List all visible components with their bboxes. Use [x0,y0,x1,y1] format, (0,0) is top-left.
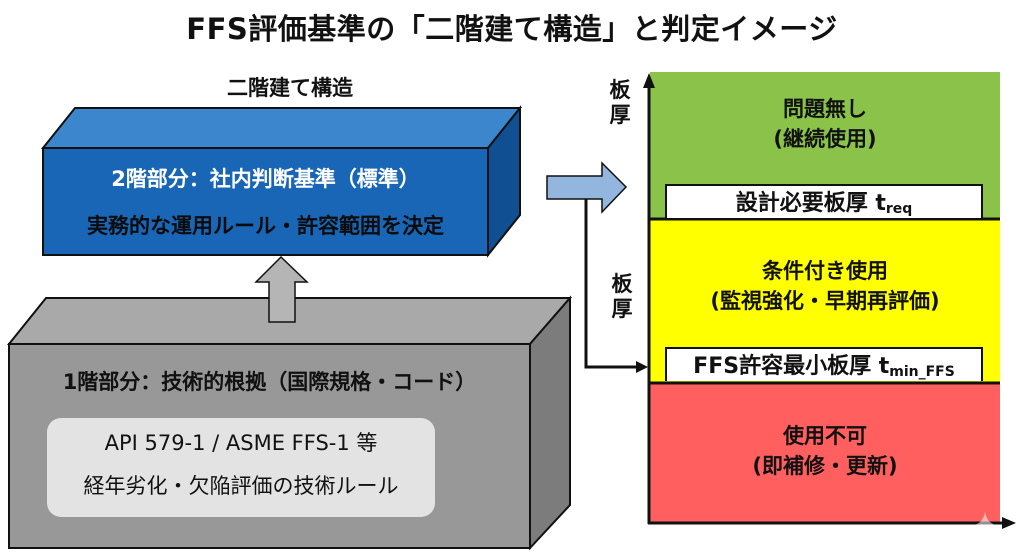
zone-yellow-line2: (監視強化・早期再評価) [710,289,940,313]
upper-floor-front-face [42,147,489,256]
connector-line [584,199,638,369]
right-arrow-icon [546,161,628,214]
connector-arrowhead-icon [636,361,648,373]
zone-red-line2: (即補修・更新) [752,454,898,478]
threshold-req-label: 設計必要板厚 treq [665,184,983,218]
upper-floor-box [40,105,523,258]
lower-floor-inner-panel [47,418,435,517]
up-arrow-icon [254,255,309,323]
structure-label: 二階建て構造 [227,76,353,100]
upper-floor-description: 実務的な運用ルール・許容範囲を決定 [87,214,444,238]
zone-red-line1: 使用不可 [783,424,867,448]
lower-floor-title: 1階部分：技術的根拠（国際規格・コード） [62,370,477,394]
upper-floor-title: 2階部分：社内判断基準（標準） [111,167,420,191]
threshold-req-text: 設計必要板厚 t [735,191,886,216]
zone-green-line2: (継続使用) [773,127,877,151]
x-axis-arrowhead-icon [1002,517,1016,529]
zone-red-label: 使用不可 (即補修・更新) [650,421,1000,481]
zone-green-label: 問題無し (継続使用) [650,94,1000,154]
upper-floor-top-face [40,107,523,149]
y-axis-arrowhead-icon [643,73,655,88]
y-axis-label: 板厚 [609,78,631,127]
page-title: FFS評価基準の「二階建て構造」と判定イメージ [186,12,838,46]
threshold-req-subscript: req [885,201,913,217]
zone-red [650,383,1000,523]
threshold-min-subscript: min_FFS [889,364,955,380]
connector-label: 板厚 [611,272,633,321]
lower-floor-standards: API 579-1 / ASME FFS-1 等 [104,431,378,455]
zone-green-line1: 問題無し [783,97,867,121]
zone-yellow-label: 条件付き使用 (監視強化・早期再評価) [650,256,1000,316]
sparkle-icon [974,512,996,538]
lower-floor-rules: 経年劣化・欠陥評価の技術ルール [83,474,399,498]
zone-yellow-line1: 条件付き使用 [762,259,888,283]
threshold-min-label: FFS許容最小板厚 tmin_FFS [665,347,983,381]
threshold-min-text: FFS許容最小板厚 t [693,354,890,379]
